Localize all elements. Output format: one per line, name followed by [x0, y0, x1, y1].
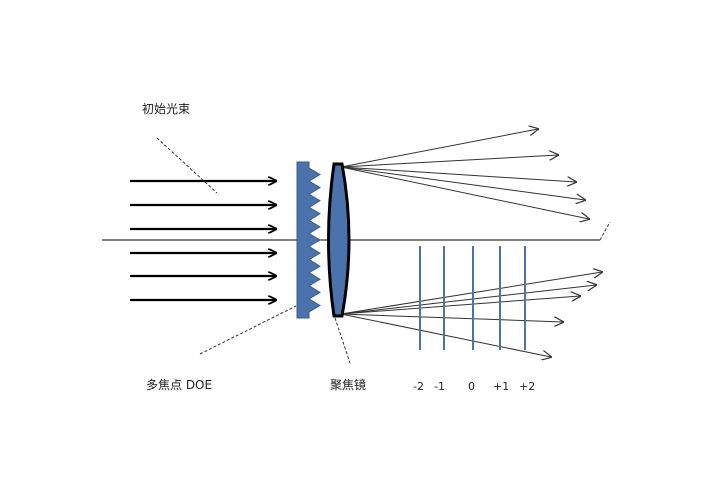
- doe-leader-line: [199, 305, 297, 355]
- ray: [340, 129, 538, 168]
- focal-plane-lines: [419, 246, 526, 350]
- order-label: -1: [434, 380, 445, 393]
- ray: [340, 285, 596, 315]
- ray: [340, 272, 602, 315]
- initial-beam-arrows: [130, 181, 276, 300]
- initial-beam-label: 初始光束: [142, 102, 190, 116]
- order-label: +1: [493, 380, 509, 393]
- ray: [340, 155, 558, 168]
- ray: [340, 296, 580, 315]
- focused-rays: [340, 129, 611, 357]
- beam-leader-line: [156, 137, 218, 194]
- ray: [340, 313, 551, 357]
- order-label: +2: [519, 380, 535, 393]
- focusing-lens: [327, 162, 351, 318]
- axis-end-dash: [599, 221, 611, 241]
- lens-leader-line: [334, 317, 351, 364]
- multifocal-doe-label: 多焦点 DOE: [146, 378, 212, 392]
- order-label: 0: [468, 380, 475, 393]
- focusing-lens-label: 聚焦镜: [330, 377, 366, 392]
- ray: [340, 166, 589, 219]
- ray: [340, 166, 585, 200]
- multifocal-doe: [296, 161, 321, 319]
- ray: [340, 166, 576, 182]
- order-label: -2: [413, 380, 424, 393]
- diffraction-order-labels: -2 -1 0 +1 +2: [413, 380, 535, 393]
